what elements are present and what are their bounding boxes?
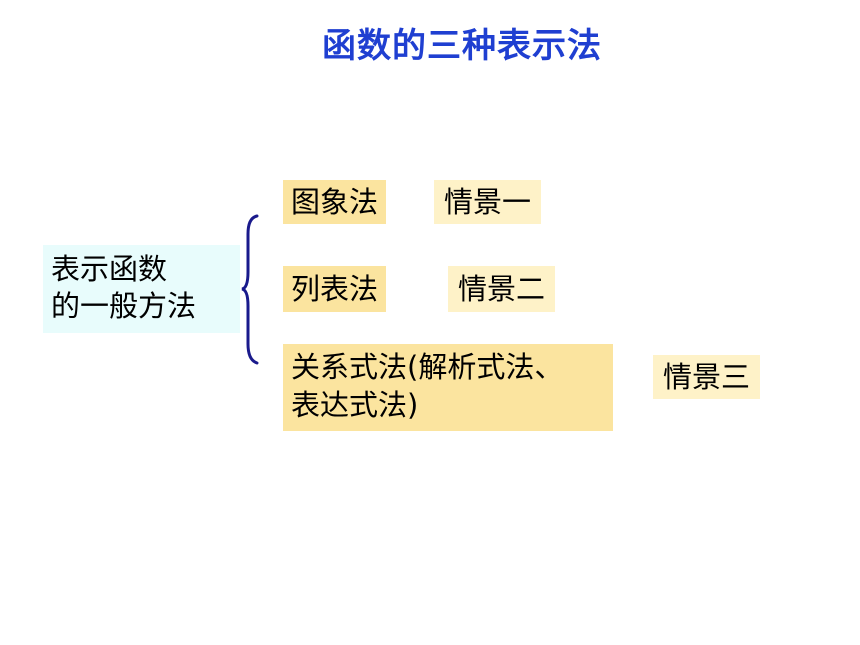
page-title: 函数的三种表示法: [322, 26, 602, 66]
root-concept-line-1: 表示函数: [51, 252, 168, 286]
left-brace-icon: [241, 214, 259, 365]
method-formula-line-1: 关系式法(解析式法、: [291, 350, 564, 384]
scenario-one-box: 情景一: [434, 180, 542, 224]
root-concept-box: 表示函数 的一般方法: [43, 245, 240, 333]
method-formula-box: 关系式法(解析式法、 表达式法): [283, 344, 613, 431]
method-graph-box: 图象法: [283, 180, 387, 224]
method-table-box: 列表法: [283, 266, 387, 312]
scenario-two-box: 情景二: [448, 266, 556, 312]
root-concept-line-2: 的一般方法: [51, 289, 197, 323]
scenario-three-box: 情景三: [653, 355, 761, 399]
method-formula-line-2: 表达式法): [291, 388, 419, 422]
